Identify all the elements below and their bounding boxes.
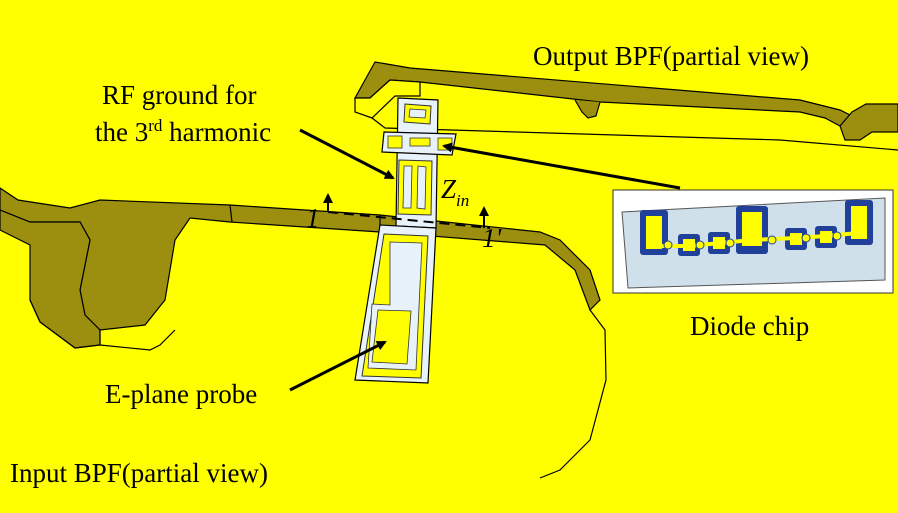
output-bpf-waveguide [353,61,898,151]
diode-chip-arrow [442,142,681,190]
rf-ground-label-line1: RF ground for [102,80,257,110]
port-1-label: 1 [306,203,320,233]
diode-chip-label: Diode chip [690,311,809,341]
e-plane-probe-label: E-plane probe [105,379,257,409]
output-bpf-label: Output BPF(partial view) [533,41,809,71]
zin-label: Zin [441,174,469,210]
mixer-substrate [354,97,457,384]
rf-ground-label-line2: the 3rd harmonic [95,116,271,147]
input-bpf-label: Input BPF(partial view) [10,458,268,488]
reference-plane [323,193,491,229]
diode-chip-inset [612,189,894,294]
e-plane-probe-arrow [289,340,387,392]
rf-ground-arrow [299,128,395,180]
port-1-prime-label: 1' [482,223,503,253]
